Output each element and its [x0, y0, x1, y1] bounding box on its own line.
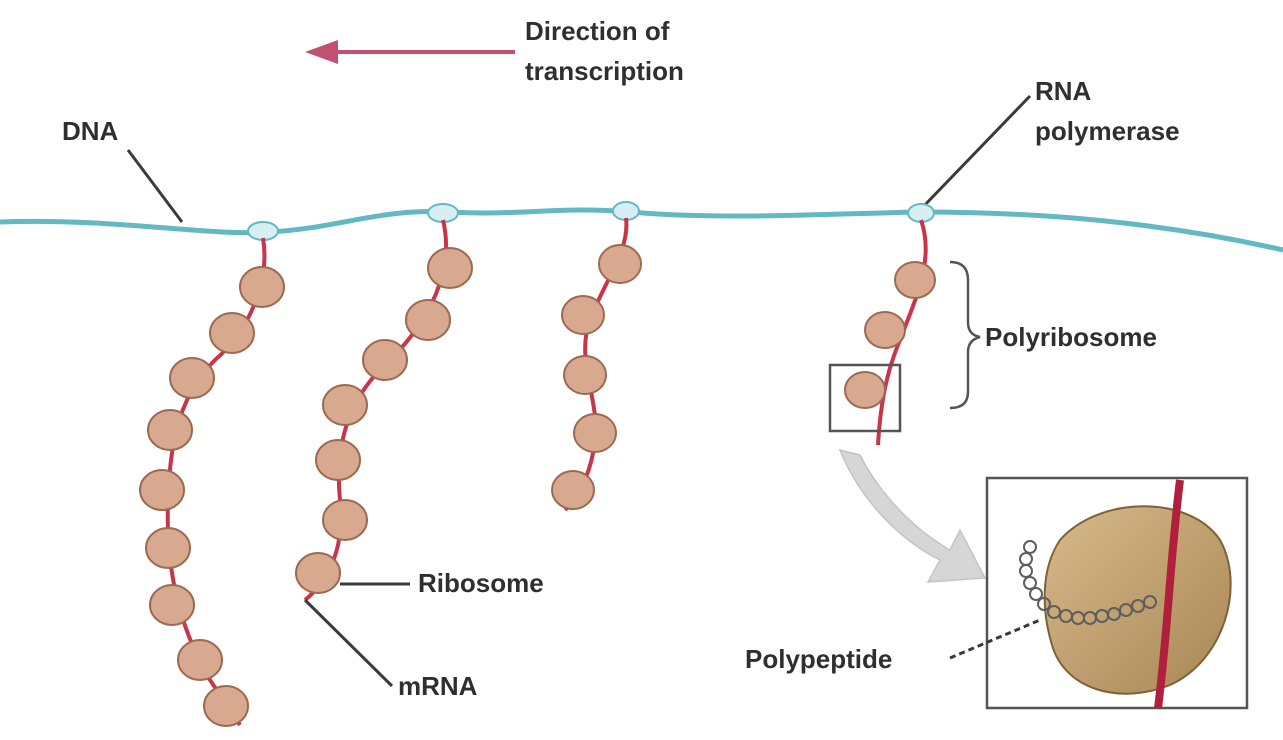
direction-label-line2: transcription: [525, 56, 684, 86]
rna-polymerase-3: [613, 202, 639, 220]
rna-polymerase-4: [908, 204, 934, 222]
polypeptide-label: Polypeptide: [745, 644, 892, 674]
ribosome-label: Ribosome: [418, 568, 544, 598]
rna-polymerase-1: [248, 222, 278, 240]
dna-label: DNA: [62, 116, 119, 146]
polyribosome-bracket: [950, 262, 980, 408]
rna-polymerase-label-line2: polymerase: [1035, 116, 1180, 146]
mrna-leader-line: [305, 600, 392, 686]
dna-strand: [0, 210, 1283, 250]
polypeptide-leader-line: [950, 620, 1040, 658]
ribosome-chain-4: [845, 262, 935, 408]
ribosome-chain-1: [140, 267, 284, 726]
ribosome-chain-2: [296, 248, 472, 593]
dna-leader-line: [128, 150, 182, 222]
polyribosome-label: Polyribosome: [985, 322, 1157, 352]
rna-polymerase-leader-line: [920, 96, 1030, 210]
rna-polymerase-label-line1: RNA: [1035, 76, 1092, 106]
direction-arrow: [305, 40, 515, 64]
zoom-arrow: [840, 450, 985, 582]
ribosome-chain-3: [552, 245, 641, 509]
direction-label-line1: Direction of: [525, 16, 670, 46]
mrna-label: mRNA: [398, 671, 478, 701]
rna-polymerase-2: [428, 204, 458, 222]
